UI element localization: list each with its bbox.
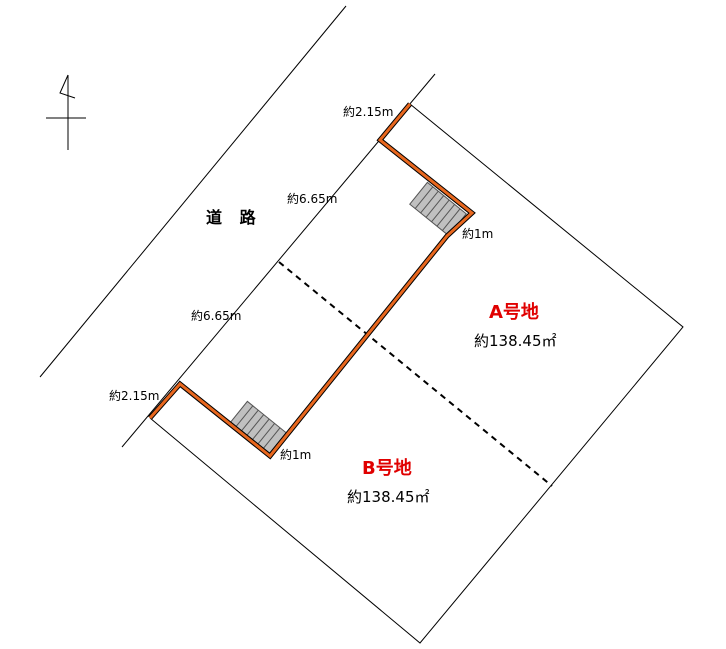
retaining-wall-fill bbox=[148, 103, 475, 459]
lot-b-name: B号地 bbox=[362, 457, 412, 479]
dim-lower-frontage: 約6.65m bbox=[191, 308, 241, 323]
dim-lower-corner: 約2.15m bbox=[109, 388, 159, 403]
lot-a-name: A号地 bbox=[489, 301, 539, 323]
road-label: 道 路 bbox=[206, 208, 262, 227]
road-edge-far bbox=[39, 5, 347, 378]
dim-upper-corner: 約2.15m bbox=[343, 104, 393, 119]
lot-boundary bbox=[149, 103, 684, 644]
dim-upper-stair: 約1m bbox=[462, 226, 493, 241]
lot-a-area: 約138.45㎡ bbox=[474, 332, 557, 350]
dim-upper-frontage: 約6.65m bbox=[287, 191, 337, 206]
lot-divider bbox=[278, 261, 553, 487]
dim-lower-stair: 約1m bbox=[280, 447, 311, 462]
lot-b-area: 約138.45㎡ bbox=[347, 488, 430, 506]
north-arrow-icon bbox=[46, 74, 86, 150]
